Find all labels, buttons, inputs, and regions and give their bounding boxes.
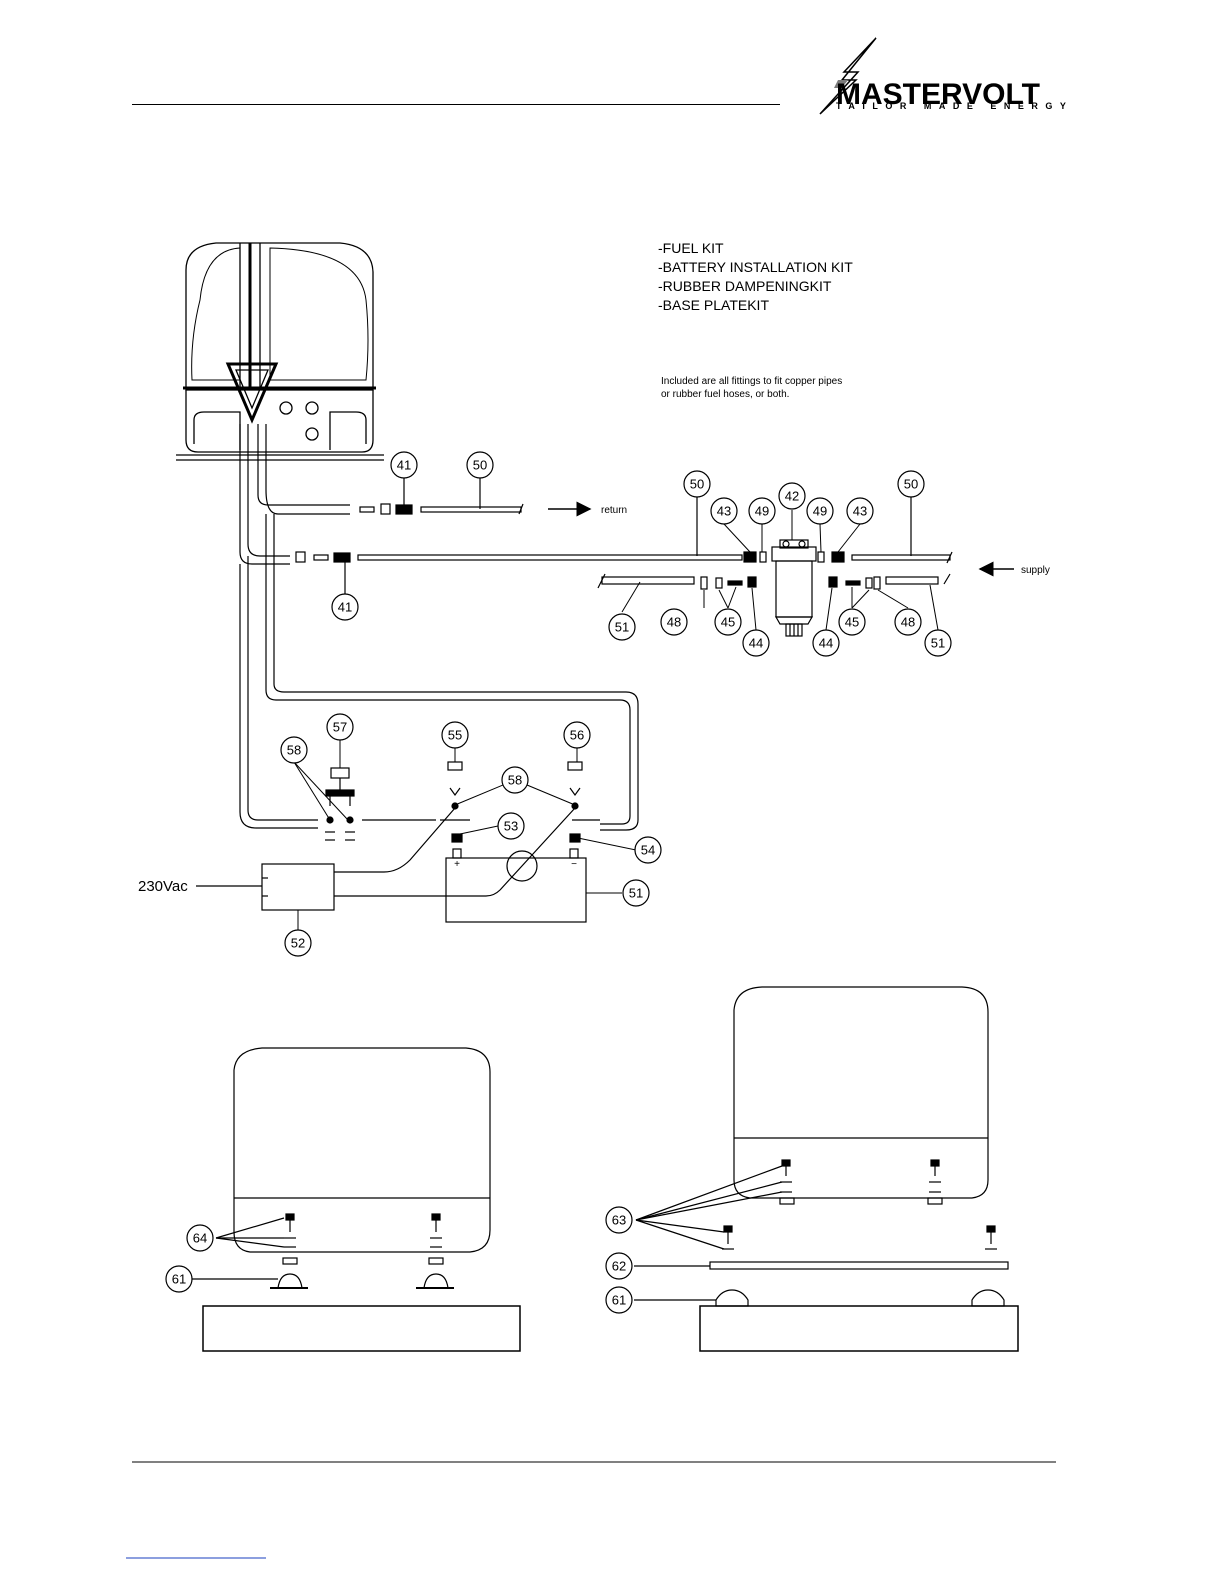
- callout-p43b: 43: [847, 498, 873, 524]
- callout-p53: 53: [498, 813, 524, 839]
- callout-number: 63: [612, 1213, 626, 1228]
- battery-section: [196, 762, 600, 922]
- callout-p48b: 48: [895, 609, 921, 635]
- callout-p63: 63: [606, 1207, 632, 1233]
- callout-number: 45: [845, 615, 859, 630]
- callout-p48a: 48: [661, 609, 687, 635]
- callout-p50a: 50: [467, 452, 493, 478]
- return-line-fittings: [360, 476, 590, 514]
- hose-fittings: [598, 574, 950, 589]
- callout-number: 64: [193, 1231, 207, 1246]
- callout-p41a: 41: [391, 452, 417, 478]
- battery-plus-label: +: [454, 859, 460, 870]
- callout-number: 50: [473, 458, 487, 473]
- callout-number: 50: [904, 477, 918, 492]
- callout-number: 55: [448, 728, 462, 743]
- callout-number: 51: [615, 620, 629, 635]
- mains-voltage-label: 230Vac: [138, 878, 188, 895]
- callout-number: 61: [612, 1293, 626, 1308]
- callout-p42: 42: [779, 483, 805, 509]
- callout-number: 43: [717, 504, 731, 519]
- callout-p52: 52: [285, 930, 311, 956]
- callout-number: 62: [612, 1259, 626, 1274]
- callout-number: 58: [287, 743, 301, 758]
- callout-p55: 55: [442, 722, 468, 748]
- callout-number: 48: [901, 615, 915, 630]
- callout-p49a: 49: [749, 498, 775, 524]
- callout-number: 52: [291, 936, 305, 951]
- callout-number: 45: [721, 615, 735, 630]
- callout-number: 54: [641, 843, 655, 858]
- generator-unit: [176, 243, 384, 460]
- callout-number: 41: [338, 600, 352, 615]
- leader-lines: [294, 510, 938, 930]
- base-plate-unit: [634, 987, 1018, 1351]
- callout-number: 49: [813, 504, 827, 519]
- callout-number: 43: [853, 504, 867, 519]
- callout-number: 41: [397, 458, 411, 473]
- callout-p62: 62: [606, 1253, 632, 1279]
- callout-p45a: 45: [715, 609, 741, 635]
- fuel-filter: [772, 540, 816, 636]
- callout-p41b: 41: [332, 594, 358, 620]
- callout-p50c: 50: [898, 471, 924, 497]
- callout-p58b: 58: [502, 767, 528, 793]
- return-label: return: [601, 505, 627, 516]
- callout-p49b: 49: [807, 498, 833, 524]
- callout-p61b: 61: [606, 1287, 632, 1313]
- callout-number: 51: [629, 886, 643, 901]
- callout-p64: 64: [187, 1225, 213, 1251]
- callout-number: 58: [508, 773, 522, 788]
- battery-minus-label: −: [571, 859, 577, 870]
- callout-p43a: 43: [711, 498, 737, 524]
- callout-p51c: 51: [623, 880, 649, 906]
- fuel-pipes: [240, 424, 638, 830]
- callout-p50b: 50: [684, 471, 710, 497]
- supply-label: supply: [1021, 565, 1050, 576]
- callout-number: 57: [333, 720, 347, 735]
- callout-number: 44: [749, 636, 763, 651]
- callout-number: 49: [755, 504, 769, 519]
- callout-p56: 56: [564, 722, 590, 748]
- callout-number: 42: [785, 489, 799, 504]
- callout-number: 48: [667, 615, 681, 630]
- callout-p58a: 58: [281, 737, 307, 763]
- callout-p51b: 51: [925, 630, 951, 656]
- callout-p45b: 45: [839, 609, 865, 635]
- callout-p51a: 51: [609, 614, 635, 640]
- callout-number: 53: [504, 819, 518, 834]
- callout-number: 44: [819, 636, 833, 651]
- callout-number: 56: [570, 728, 584, 743]
- callout-p54: 54: [635, 837, 661, 863]
- callout-number: 61: [172, 1272, 186, 1287]
- callout-number: 50: [690, 477, 704, 492]
- callout-p44a: 44: [743, 630, 769, 656]
- rubber-dampening-unit: [192, 1048, 520, 1351]
- callout-number: 51: [931, 636, 945, 651]
- callout-p61a: 61: [166, 1266, 192, 1292]
- callout-p44b: 44: [813, 630, 839, 656]
- callout-p57: 57: [327, 714, 353, 740]
